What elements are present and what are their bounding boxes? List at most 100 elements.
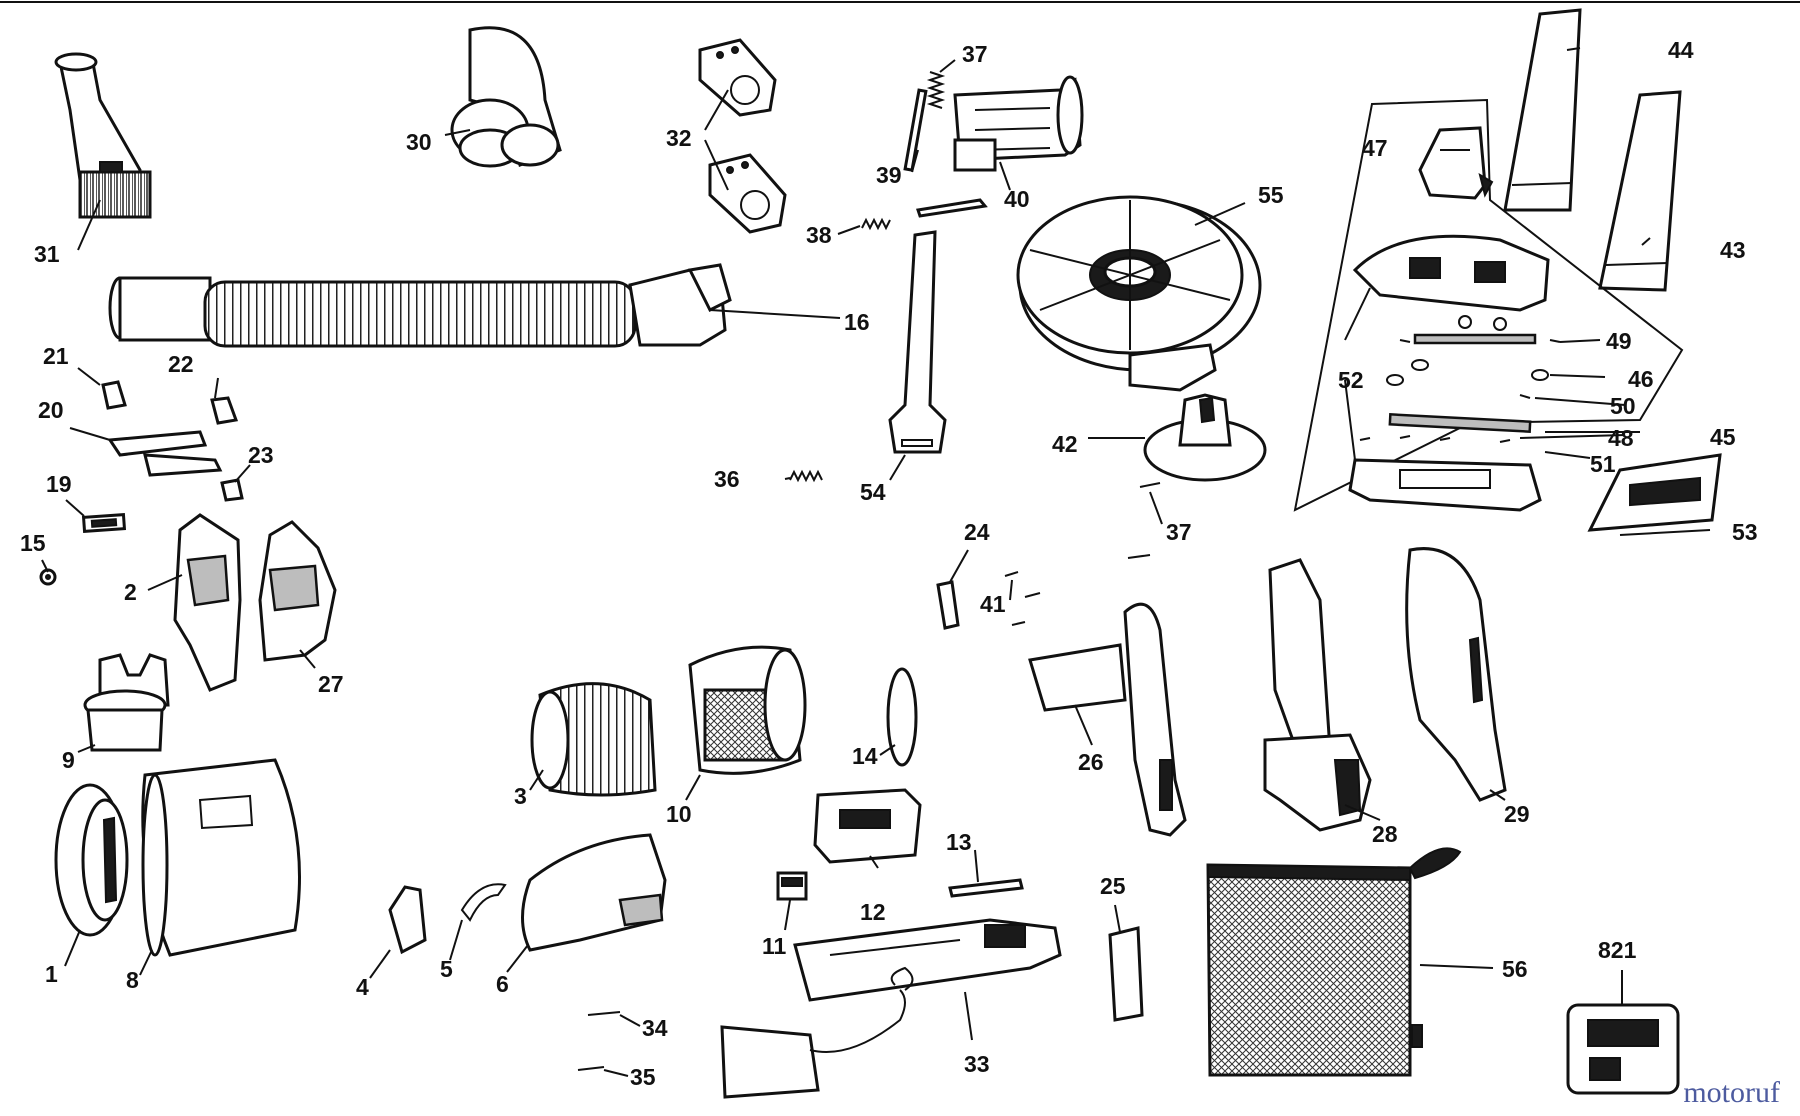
- part-20-switch-plate: [107, 430, 223, 477]
- part-53-brush-strip: [1587, 453, 1722, 532]
- part-10-filter-housing: [688, 645, 807, 775]
- part-14-seal-ring: [886, 667, 918, 767]
- callout-54: 54: [860, 479, 886, 505]
- part-41-screws: [1004, 571, 1041, 626]
- callout-9: 9: [62, 747, 75, 773]
- callout-22: 22: [168, 351, 194, 377]
- part-29-cover: [1405, 547, 1507, 802]
- callout-47: 47: [1362, 135, 1388, 161]
- part-11-connector: [776, 871, 808, 901]
- part-40-cyclone-insert: [953, 75, 1084, 172]
- part-26-motor-housing: [1028, 602, 1187, 837]
- callout-30: 30: [406, 129, 432, 155]
- part-16-hose: [108, 263, 732, 348]
- callout-51: 51: [1590, 451, 1616, 477]
- callout-43: 43: [1720, 237, 1746, 263]
- callout-27: 27: [318, 671, 344, 697]
- callout-46: 46: [1628, 366, 1654, 392]
- part-45-kit-frame: [1293, 98, 1684, 512]
- part-43-filter-sleeve: [1598, 90, 1682, 292]
- callout-2: 2: [124, 579, 137, 605]
- callout-45: 45: [1710, 424, 1736, 450]
- part-4-latch: [388, 885, 427, 955]
- part-12-battery: [813, 788, 922, 864]
- part-55-filter-disc: [1016, 195, 1262, 392]
- part-48-strip: [1359, 413, 1532, 443]
- callout-10: 10: [666, 801, 692, 827]
- part-2-handle-half: [173, 513, 242, 692]
- part-5-spring-clip: [460, 883, 507, 922]
- part-39-pin: [903, 88, 928, 172]
- callout-1: 1: [45, 961, 58, 987]
- part-46-screws: [1386, 359, 1549, 399]
- part-47-nozzle: [1418, 126, 1494, 200]
- callout-49: 49: [1606, 328, 1632, 354]
- callout-11: 11: [762, 933, 787, 959]
- part-latch-rod: [916, 198, 988, 218]
- callout-5: 5: [440, 956, 453, 982]
- part-54-crevice-tool: [888, 230, 947, 454]
- callout-38: 38: [806, 222, 832, 248]
- part-52-head-lower: [1348, 458, 1542, 512]
- part-821-label-plate: [1566, 1003, 1680, 1095]
- callout-53: 53: [1732, 519, 1758, 545]
- part-49-strip: [1399, 315, 1561, 345]
- part-23-button: [220, 478, 244, 502]
- part-3-filter: [530, 682, 657, 797]
- callout-33: 33: [964, 1051, 990, 1077]
- watermark-logo: motoruf: [1683, 1076, 1780, 1109]
- callout-23: 23: [248, 442, 274, 468]
- callout-50: 50: [1610, 393, 1636, 419]
- callout-6: 6: [496, 971, 509, 997]
- callout-40: 40: [1004, 186, 1030, 212]
- part-27-handle-half: [258, 520, 337, 662]
- callout-24: 24: [964, 519, 990, 545]
- part-37-spring-top: [926, 71, 946, 109]
- part-37-screws-lower: [1127, 482, 1161, 559]
- part-6-housing: [521, 833, 667, 952]
- part-15-screw: [39, 568, 57, 586]
- callout-55: 55: [1258, 182, 1284, 208]
- part-24-clip: [936, 580, 960, 630]
- callout-52: 52: [1338, 367, 1364, 393]
- callout-14: 14: [852, 743, 878, 769]
- leader-lines: [41, 47, 1711, 1077]
- callout-35: 35: [630, 1064, 656, 1090]
- callout-37-top: 37: [962, 41, 988, 67]
- part-28-motor-shroud: [1263, 558, 1372, 832]
- callout-39: 39: [876, 162, 902, 188]
- part-36-spring: [789, 469, 823, 483]
- part-21-button: [101, 380, 127, 410]
- part-22-button: [210, 396, 239, 425]
- part-30-elbow-adapter: [450, 26, 562, 168]
- callout-3: 3: [514, 783, 527, 809]
- callout-29: 29: [1504, 801, 1530, 827]
- callout-821: 821: [1598, 937, 1637, 963]
- part-31-brush-tool: [54, 52, 152, 219]
- callout-42: 42: [1052, 431, 1078, 457]
- part-35-screw: [577, 1066, 605, 1071]
- callout-labels: 1 2 3 4 5 6 8 9 10 11 12 13 14 15 16 19 …: [20, 37, 1758, 1090]
- part-34-screw: [587, 1011, 621, 1016]
- callout-16: 16: [844, 309, 870, 335]
- part-56-mesh-bag: [1206, 847, 1462, 1077]
- callout-48: 48: [1608, 425, 1634, 451]
- callout-15: 15: [20, 530, 46, 556]
- callout-28: 28: [1372, 821, 1398, 847]
- callout-20: 20: [38, 397, 64, 423]
- part-42-cap: [1143, 393, 1267, 482]
- callout-36: 36: [714, 466, 740, 492]
- callout-31: 31: [34, 241, 60, 267]
- callout-44: 44: [1668, 37, 1694, 63]
- callout-34: 34: [642, 1015, 668, 1041]
- part-44-filter-sleeve: [1503, 8, 1582, 212]
- part-33-charging-base: [793, 918, 1062, 1002]
- callout-26: 26: [1078, 749, 1104, 775]
- part-38-spring: [861, 217, 891, 231]
- callout-37-bottom: 37: [1166, 519, 1192, 545]
- callout-21: 21: [43, 343, 69, 369]
- part-25-block: [1108, 926, 1144, 1022]
- callout-19: 19: [46, 471, 72, 497]
- part-charger: [720, 966, 914, 1099]
